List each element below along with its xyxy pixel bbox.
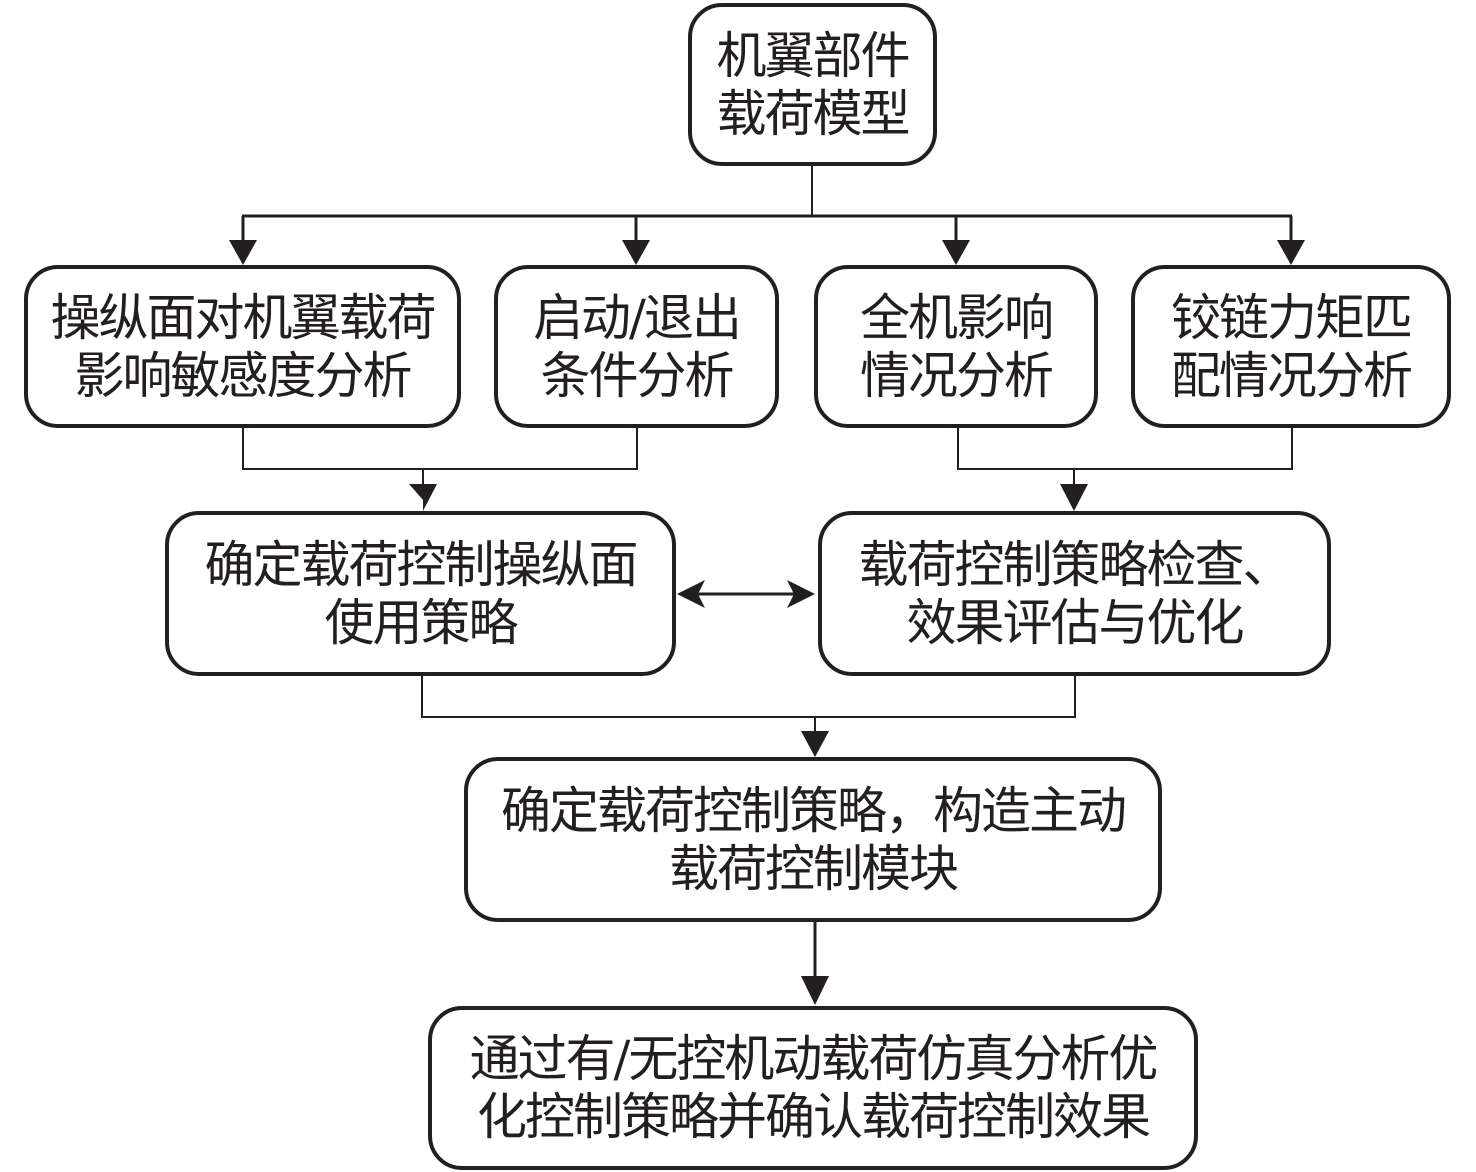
node-text-line: 使用策略 <box>324 593 519 652</box>
node-surface-strategy: 确定载荷控制操纵面 使用策略 <box>165 511 676 676</box>
node-text-line: 铰链力矩匹 <box>1171 288 1413 347</box>
node-text-line: 载荷控制模块 <box>669 839 959 898</box>
arrowhead-sensitivity <box>229 240 257 265</box>
node-text-line: 机翼部件 <box>716 26 911 85</box>
node-entry-exit-analysis: 启动/退出 条件分析 <box>494 265 779 428</box>
node-text-line: 确定载荷控制操纵面 <box>204 535 639 594</box>
node-text-line: 载荷模型 <box>716 84 911 143</box>
node-strategy-check: 载荷控制策略检查、 效果评估与优化 <box>818 511 1331 676</box>
node-text-line: 效果评估与优化 <box>906 593 1245 652</box>
node-text-line: 化控制策略并确认载荷控制效果 <box>477 1088 1151 1146</box>
node-text-line: 启动/退出 <box>533 288 742 347</box>
node-text-line: 载荷控制策略检查、 <box>858 535 1293 594</box>
arrowhead-strategy-check <box>1060 484 1088 511</box>
arrowhead-entry-exit <box>622 240 650 265</box>
arrowhead-simulation <box>801 976 829 1005</box>
arrowhead-bidir-right <box>787 580 815 608</box>
node-wing-load-model: 机翼部件 载荷模型 <box>688 3 937 166</box>
node-hinge-moment-analysis: 铰链力矩匹 配情况分析 <box>1131 265 1451 428</box>
node-aircraft-impact-analysis: 全机影响 情况分析 <box>814 265 1098 428</box>
arrowhead-aircraft-impact <box>942 240 970 265</box>
arrowhead-hinge-moment <box>1277 240 1305 265</box>
node-sensitivity-analysis: 操纵面对机翼载荷 影响敏感度分析 <box>24 265 461 428</box>
node-text-line: 确定载荷控制策略，构造主动 <box>501 781 1127 840</box>
node-control-module: 确定载荷控制策略，构造主动 载荷控制模块 <box>464 757 1162 922</box>
connector-left-merge <box>242 427 638 470</box>
arrowhead-bidir-left <box>677 580 705 608</box>
node-simulation-validation: 通过有/无控机动载荷仿真分析优 化控制策略并确认载荷控制效果 <box>428 1006 1198 1170</box>
node-text-line: 条件分析 <box>540 346 735 405</box>
node-text-line: 全机影响 <box>860 288 1054 347</box>
node-text-line: 影响敏感度分析 <box>74 346 413 405</box>
node-text-line: 配情况分析 <box>1171 346 1413 405</box>
connector-right-merge <box>957 427 1293 470</box>
node-text-line: 通过有/无控机动载荷仿真分析优 <box>469 1030 1159 1088</box>
node-text-line: 操纵面对机翼载荷 <box>50 288 437 347</box>
node-text-line: 情况分析 <box>860 346 1054 405</box>
arrowhead-control-module <box>801 731 829 757</box>
connector-bottom-merge <box>421 675 1076 718</box>
arrowhead-surface-strategy <box>409 484 437 511</box>
